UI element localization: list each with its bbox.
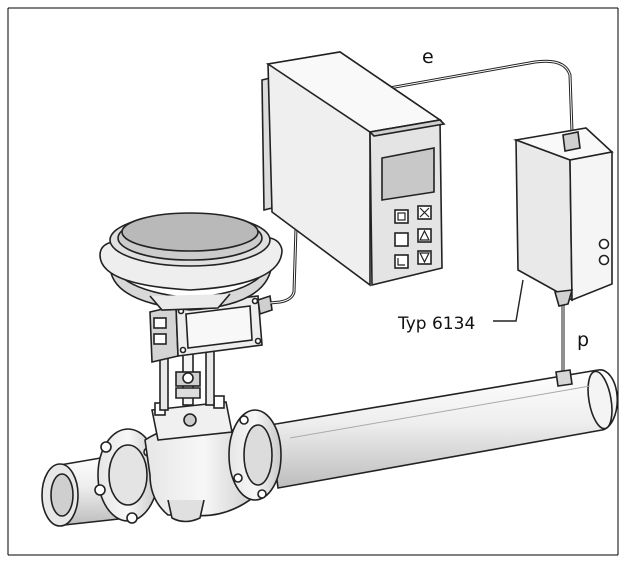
diaphragm-actuator bbox=[99, 212, 283, 311]
ip-transducer bbox=[512, 127, 614, 387]
control-valve-body bbox=[94, 395, 282, 524]
signal-label-p: p bbox=[577, 329, 589, 351]
controller-display-icon bbox=[381, 147, 435, 201]
enter-icon bbox=[394, 254, 409, 269]
process-pipe bbox=[41, 369, 619, 527]
process-controller bbox=[261, 51, 446, 287]
type-leader-line bbox=[493, 279, 524, 322]
figure-frame bbox=[7, 7, 619, 556]
device-type-label: Typ 6134 bbox=[397, 314, 475, 334]
square-button-icon bbox=[394, 209, 409, 224]
signal-label-e: e bbox=[422, 46, 434, 68]
